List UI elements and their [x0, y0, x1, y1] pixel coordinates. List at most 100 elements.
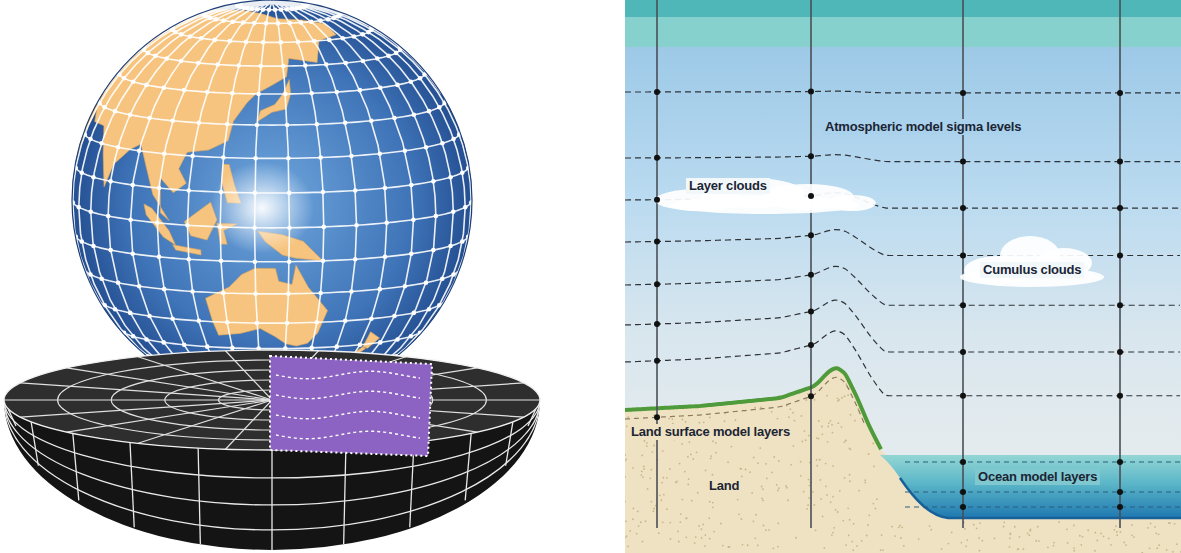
sand-grain: [825, 463, 827, 465]
grid-point: [197, 121, 202, 126]
grid-point: [358, 342, 363, 347]
section-layer: [276, 391, 420, 399]
grid-point: [361, 59, 366, 64]
grid-point: [431, 179, 436, 184]
sand-grain: [849, 448, 851, 450]
grid-point: [77, 205, 82, 210]
grid-point: [230, 91, 235, 96]
grid-point: [153, 54, 158, 59]
grid-point: [131, 79, 136, 84]
sand-grain: [898, 526, 900, 528]
grid-point: [294, 6, 299, 11]
sand-grain: [698, 525, 700, 527]
grid-point: [199, 36, 204, 41]
sand-grain: [1082, 536, 1084, 538]
sand-grain: [1003, 526, 1005, 528]
sand-grain: [832, 465, 834, 467]
sand-grain: [839, 490, 841, 492]
sand-grain: [1017, 548, 1019, 550]
sand-grain: [685, 518, 687, 520]
ocean-layer: [905, 506, 1181, 507]
sand-grain: [1150, 522, 1152, 524]
sand-grain: [801, 415, 803, 417]
grid-point: [395, 337, 400, 342]
sand-grain: [705, 470, 707, 472]
grid-point: [418, 76, 423, 81]
grid-point: [186, 188, 191, 193]
grid-point: [170, 316, 175, 321]
grid-point: [448, 244, 453, 249]
sand-grain: [753, 521, 755, 523]
grid-point: [1117, 504, 1123, 510]
sand-grain: [645, 520, 647, 522]
grid-point: [287, 21, 292, 26]
grid-point: [315, 122, 320, 127]
grid-point: [424, 145, 429, 150]
sand-grain: [771, 472, 773, 474]
sigma-level: [625, 331, 1180, 396]
sand-grain: [777, 522, 779, 524]
sand-grain: [643, 468, 645, 470]
sand-grain: [710, 458, 712, 460]
sand-grain: [789, 408, 791, 410]
sand-grain: [757, 462, 759, 464]
grid-point: [108, 179, 113, 184]
grid-point: [427, 109, 432, 114]
sand-grain: [1110, 544, 1112, 546]
sand-grain: [741, 475, 743, 477]
sand-grain: [979, 522, 981, 524]
sand-grain: [800, 461, 802, 463]
grid-point: [197, 319, 202, 324]
grid-point: [276, 21, 281, 26]
sand-grain: [832, 532, 834, 534]
grid-point: [253, 191, 258, 196]
sand-grain: [1113, 529, 1115, 531]
grid-point: [130, 251, 135, 256]
grid-point: [395, 83, 400, 88]
sand-grain: [747, 544, 749, 546]
grid-point: [369, 118, 374, 123]
grid-point: [409, 334, 414, 339]
grid-point: [332, 16, 337, 21]
sand-grain: [820, 498, 822, 500]
sand-grain: [800, 475, 802, 477]
sand-grain: [951, 531, 953, 533]
grid-point: [326, 17, 331, 22]
grid-point: [162, 287, 167, 292]
grid-point: [287, 259, 292, 264]
sand-grain: [696, 451, 698, 453]
sand-grain: [1066, 528, 1068, 530]
sand-grain: [868, 514, 870, 516]
grid-point: [403, 148, 408, 153]
sand-grain: [795, 537, 797, 539]
grid-point: [463, 205, 468, 210]
face-radial: [138, 400, 272, 443]
grid-point: [261, 7, 266, 12]
region-label: Land surface model layers: [628, 424, 793, 440]
sand-grain: [899, 525, 901, 527]
sand-grain: [1180, 551, 1181, 553]
sand-grain: [818, 420, 820, 422]
grid-point: [157, 186, 162, 191]
grid-point: [654, 414, 660, 420]
grid-point: [960, 489, 966, 495]
sand-grain: [1080, 544, 1082, 546]
grid-point: [340, 36, 345, 41]
sand-grain: [765, 463, 767, 465]
sky: [625, 0, 1181, 553]
sand-grain: [669, 522, 671, 524]
wall-meridian: [198, 448, 200, 544]
sand-grain: [642, 476, 644, 478]
grid-point: [451, 137, 456, 142]
grid-point: [230, 346, 235, 351]
sand-grain: [757, 545, 759, 547]
sand-grain: [1119, 531, 1121, 533]
sand-grain: [979, 550, 981, 552]
grid-point: [250, 7, 255, 12]
grid-point: [144, 83, 149, 88]
sand-grain: [808, 497, 810, 499]
grid-point: [205, 90, 210, 95]
grid-point: [808, 272, 814, 278]
sand-grain: [662, 521, 664, 523]
sand-grain: [868, 453, 870, 455]
